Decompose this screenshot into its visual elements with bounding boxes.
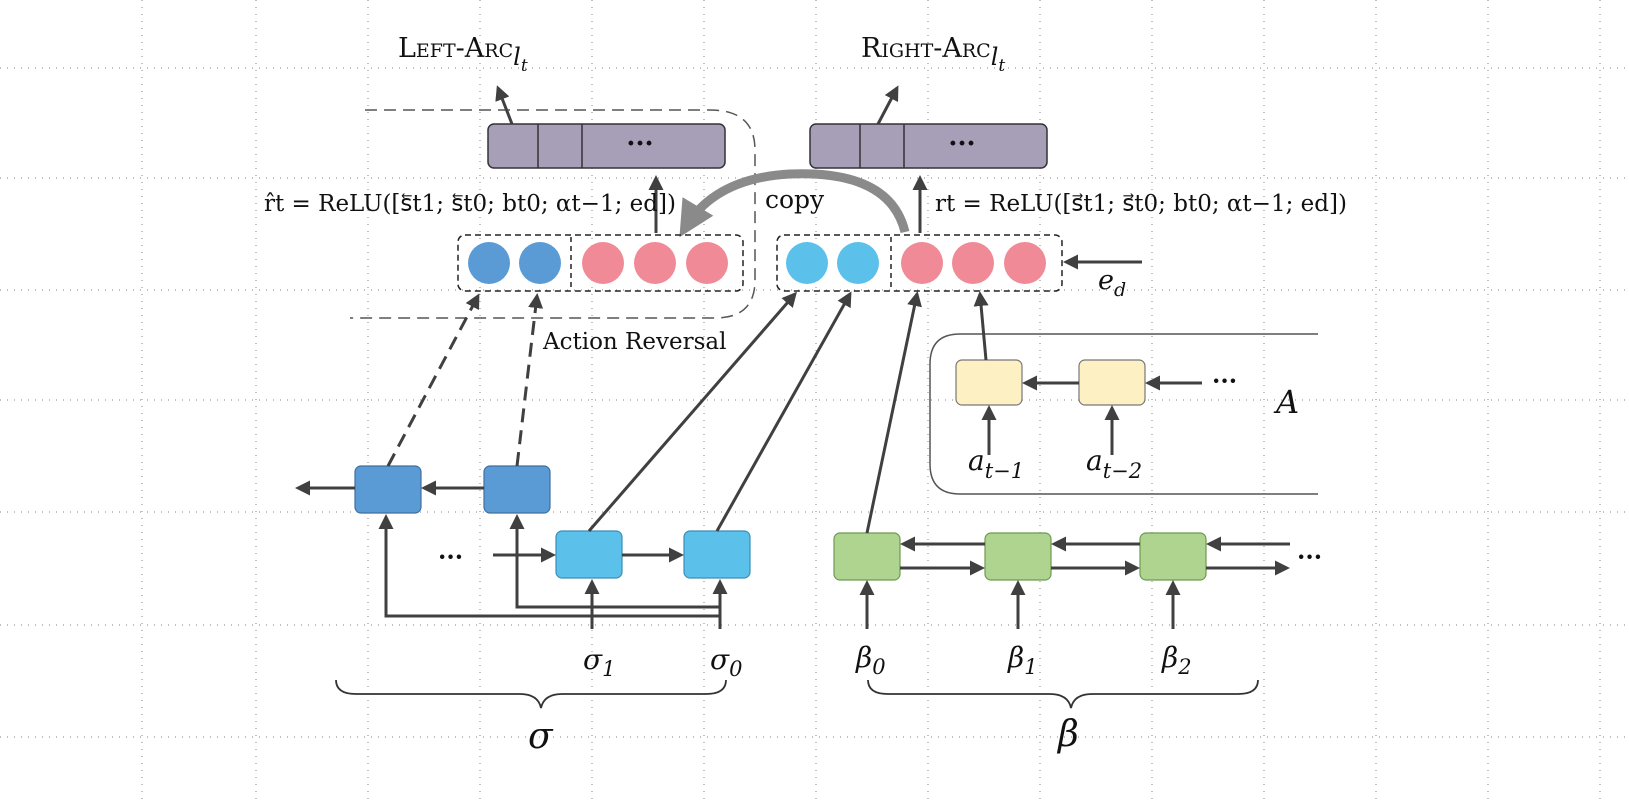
beta0-label: β0 <box>855 641 886 679</box>
right-arc-label: Right-Arclt <box>861 33 1005 76</box>
stack-forward-cell-1 <box>555 530 623 579</box>
right-arc-output-box: ··· <box>809 123 1048 169</box>
beta-label: β <box>1056 714 1079 755</box>
buffer-bilstm-arrows <box>900 536 1290 576</box>
buffer-cell-0 <box>833 532 901 581</box>
buffer-cell-1 <box>984 532 1052 581</box>
buffer-to-right-vector <box>865 291 922 534</box>
a-t1-label: at−1 <box>968 444 1024 483</box>
stack-forward-cell-0 <box>683 530 751 579</box>
left-representation-vector <box>457 234 744 292</box>
sigma-label: σ <box>528 716 554 757</box>
stack-ellipsis: ··· <box>438 542 463 571</box>
stack-to-left-vector-dashed-1 <box>386 293 480 467</box>
a-t2-label: at−2 <box>1086 444 1142 483</box>
right-vector-cell-1 <box>786 242 828 284</box>
buffer-cell-2 <box>1139 532 1207 581</box>
formula-right: rt = ReLU([s⃗t1; s⃗t0; bt0; αt−1; ed]) <box>935 191 1347 217</box>
sigma-brace <box>335 679 727 709</box>
left-vector-cell-5 <box>686 242 728 284</box>
left-vector-cell-2 <box>519 242 561 284</box>
stack-input-wiring <box>378 514 728 629</box>
stack-to-right-vector-2 <box>715 291 852 532</box>
left-arc-output-arrow <box>495 85 514 125</box>
beta-brace <box>867 679 1259 709</box>
right-vector-cell-3 <box>901 242 943 284</box>
ed-label: ed <box>1098 265 1126 301</box>
left-vector-cell-4 <box>634 242 676 284</box>
stack-to-left-vector-dashed-2 <box>515 293 544 467</box>
stack-backward-cell-0 <box>483 465 551 514</box>
beta2-label: β2 <box>1161 641 1192 679</box>
action-ellipsis: ··· <box>1212 366 1237 395</box>
left-arc-label: Left-Arclt <box>398 33 528 76</box>
right-vector-cell-2 <box>837 242 879 284</box>
right-arc-output-arrow <box>876 85 899 125</box>
left-arc-ellipsis: ··· <box>626 129 653 159</box>
action-label-A: A <box>1273 383 1299 421</box>
sigma1-label: σ1 <box>583 643 616 681</box>
left-arc-output-box: ··· <box>487 123 726 169</box>
left-vector-cell-1 <box>468 242 510 284</box>
right-representation-vector <box>776 234 1063 292</box>
formula-left: r̂t = ReLU([s⃖t1; s⃖t0; bt0; αt−1; ed]) <box>264 191 676 217</box>
stack-to-right-vector-1 <box>587 291 797 532</box>
beta1-label: β1 <box>1007 641 1038 679</box>
stack-backward-cell-1 <box>354 465 422 514</box>
copy-arrow <box>679 169 910 238</box>
action-lstm-cell-2 <box>1078 359 1146 406</box>
action-to-vector-arrow <box>973 291 989 361</box>
action-reversal-label: Action Reversal <box>542 329 726 355</box>
action-lstm-cell-1 <box>955 359 1023 406</box>
action-history-region <box>929 333 1318 495</box>
right-arc-ellipsis: ··· <box>948 129 975 159</box>
right-vector-cell-5 <box>1004 242 1046 284</box>
buffer-ellipsis: ··· <box>1297 542 1322 571</box>
left-vector-cell-3 <box>582 242 624 284</box>
copy-label: copy <box>765 185 825 214</box>
sigma0-label: σ0 <box>710 643 743 681</box>
right-vector-cell-4 <box>952 242 994 284</box>
action-reversal-region <box>350 109 756 319</box>
